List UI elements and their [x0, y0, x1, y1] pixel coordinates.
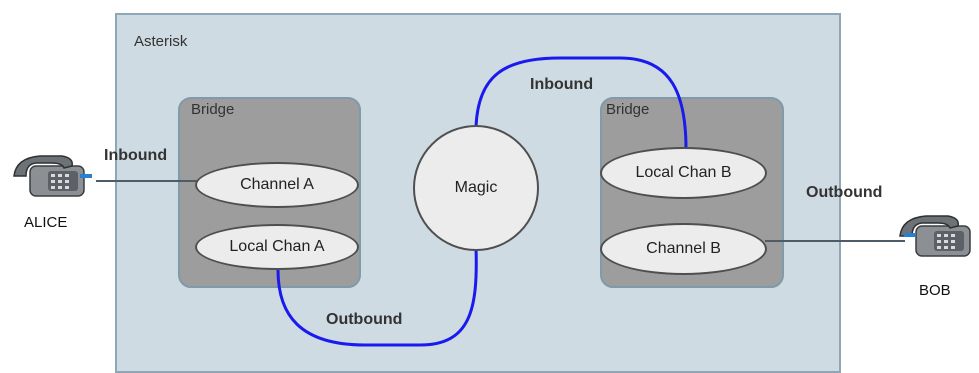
wires: [13, 56, 971, 347]
asterisk-label: Asterisk: [134, 33, 188, 50]
local-chan-a-node: Local Chan A: [195, 224, 359, 270]
bridge-left-label: Bridge: [191, 101, 235, 118]
bob-outbound-label: Outbound: [806, 184, 883, 201]
top-inbound-label: Inbound: [530, 76, 594, 93]
bridge-right-label: Bridge: [606, 101, 650, 118]
channel-b-node: Channel B: [600, 223, 767, 275]
channel-a-node: Channel A: [195, 162, 359, 208]
local-chan-b-node: Local Chan B: [600, 147, 767, 199]
bottom-outbound-label: Outbound: [326, 311, 403, 328]
top-inbound-loop: [474, 56, 688, 150]
bob-phone-icon: [899, 215, 971, 257]
alice-phone-icon: [13, 155, 92, 197]
magic-node: Magic: [413, 125, 539, 251]
bottom-outbound-loop: [276, 247, 478, 347]
call-flow-diagram: Asterisk Bridge Bridge: [13, 13, 971, 373]
alice-label: ALICE: [24, 214, 68, 231]
bob-label: BOB: [919, 282, 951, 299]
alice-inbound-label: Inbound: [104, 147, 168, 164]
